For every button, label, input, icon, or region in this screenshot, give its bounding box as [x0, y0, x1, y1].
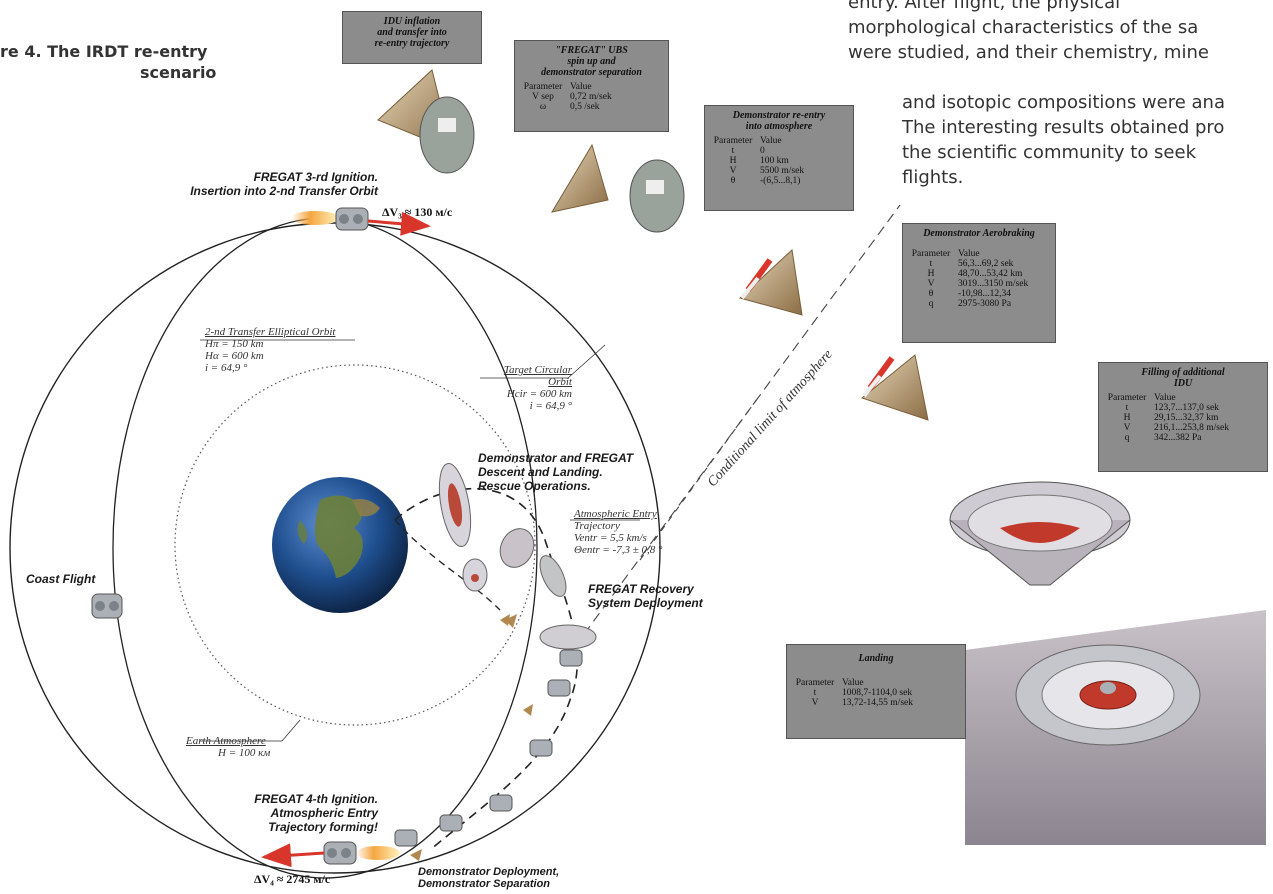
earth-globe — [272, 477, 408, 613]
descent-vehicles — [438, 463, 597, 650]
earth-atmosphere-label: Earth Atmosphere H = 100 км — [186, 735, 271, 759]
descent-capsules — [410, 614, 533, 861]
prose-line-6: the scientific community to seek — [902, 142, 1197, 163]
atmosphere-limit-line — [564, 204, 901, 661]
coast-flight-label: Coast Flight — [26, 572, 96, 586]
descent-trajectory — [394, 487, 579, 851]
prose-line-3: were studied, and their chemistry, mine — [848, 42, 1209, 63]
figure-caption-line2: scenario — [140, 63, 217, 82]
descent-sequence-vehicles — [394, 649, 583, 847]
box-ubs-separation: "FREGAT" UBS spin up and demonstrator se… — [514, 40, 669, 132]
demonstrator-entry-2 — [860, 354, 929, 421]
box-demonstrator-reentry: Demonstrator re-entry into atmosphere Pa… — [704, 105, 854, 211]
prose-line-7: flights. — [902, 167, 964, 188]
dv4-arrow — [261, 843, 325, 868]
capsule-and-stage-1 — [377, 69, 475, 174]
inflated-decelerator — [949, 481, 1131, 586]
descent-landing-label: Demonstrator and FREGAT Descent and Land… — [478, 451, 634, 493]
earth-atmosphere-circle — [174, 364, 536, 726]
demonstrator-entry-1 — [738, 248, 803, 316]
fregat3-label: FREGAT 3-rd Ignition. Insertion into 2-n… — [190, 170, 378, 198]
fregat-recovery-label: FREGAT Recovery System Deployment — [588, 582, 703, 610]
demonstrator-deployment-label: Demonstrator Deployment, Demonstrator Se… — [418, 866, 560, 890]
dv3-label: ΔV₃ ≈ 130 м/с — [382, 205, 453, 219]
fregat-stage-top — [291, 207, 369, 231]
fregat-stage-bottom — [323, 841, 400, 865]
prose-line-5: The interesting results obtained pro — [902, 117, 1225, 138]
prose-line-1: entry. After flight, the physical — [848, 0, 1121, 13]
box-idu-title: IDU inflation and transfer into re-entry… — [374, 16, 450, 49]
prose-line-2: morphological characteristics of the sa — [848, 17, 1199, 38]
target-orbit-label: Target Circular Orbit Hcir = 600 km i = … — [503, 364, 572, 412]
target-circular-orbit — [9, 222, 661, 874]
landing-platform — [965, 610, 1266, 845]
entry-trajectory-label: Atmospheric Entry Trajectory Ventr = 5,5… — [574, 508, 663, 556]
fregat4-label: FREGAT 4-th Ignition. Atmospheric Entry … — [254, 792, 378, 834]
fregat-stage-coast — [91, 593, 123, 619]
dv3-arrow — [367, 211, 431, 236]
capsule-and-stage-2 — [550, 143, 685, 233]
box-idu-inflation: IDU inflation and transfer into re-entry… — [342, 11, 482, 64]
prose-line-4: and isotopic compositions were ana — [902, 92, 1225, 113]
figure-caption-line1: re 4. The IRDT re-entry — [0, 42, 208, 61]
dv4-label: ΔV₄ ≈ 2745 м/с — [254, 872, 331, 886]
transfer-orbit-label: 2-nd Transfer Elliptical Orbit Hπ = 150 … — [205, 326, 336, 374]
